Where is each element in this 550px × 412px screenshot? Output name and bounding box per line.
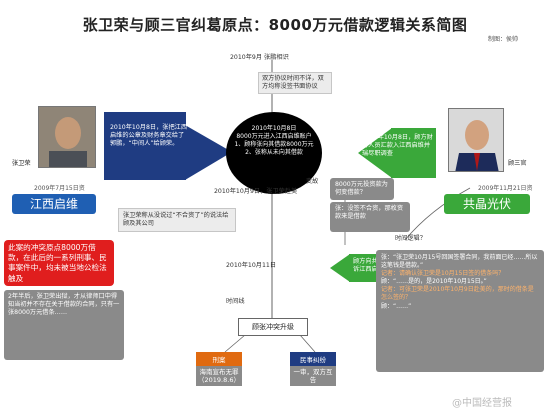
criminal-head: 刑案	[196, 352, 242, 366]
timeline-t2: 2010年10月9日，张卫荣赴美	[214, 188, 298, 195]
left-arrow-body	[104, 112, 186, 180]
right-arrow-body	[391, 128, 436, 178]
right-arrow-head	[358, 128, 392, 178]
lower-arrow-head	[330, 254, 350, 282]
left-arrow-head	[185, 125, 232, 180]
timeline-t3: 2010年10月11日	[226, 262, 277, 269]
agreement-box: 双方协议时间不详，双方均称没签书面协议	[258, 72, 332, 95]
right-note-p4: 记者：可张卫荣是2010年10月9日赴美的，那时的借条是怎么签的？	[381, 286, 534, 302]
timeline-t1: 2010年9月 张鹏相识	[230, 54, 289, 61]
change-label: 变故	[306, 178, 319, 185]
page-title: 张卫荣与顾三官纠葛原点：8000万元借款逻辑关系简图	[82, 16, 468, 34]
criminal-case: 刑案 海南宣布无罪（2019.8.6）	[196, 352, 242, 386]
gray-left-box: 张卫荣称从没说过“不合资了”的说法给顾及其公司	[118, 208, 236, 233]
time-logic-connector	[404, 187, 471, 241]
question-box: 8000万元投资款为何变借款？	[330, 178, 394, 201]
left-person-date: 2009年7月15日资	[34, 185, 85, 192]
right-note-p2: 记者：请确认张卫荣是10月15日签的借条吗？	[381, 270, 505, 278]
person-icon	[39, 107, 95, 167]
left-person-name: 张卫荣	[12, 160, 31, 167]
person-icon	[449, 109, 503, 171]
criminal-body: 海南宣布无罪（2019.8.6）	[196, 366, 242, 386]
red-conclusion-box: 此案的冲突原点8000万借款，在此后的一系列刑事、民事案件中，均未被当地公检法触…	[4, 240, 114, 286]
right-person-name: 顾三官	[508, 160, 527, 167]
right-person-photo	[448, 108, 504, 172]
bottom-main-box: 顾张冲突升级	[238, 318, 308, 336]
civil-case: 民事纠纷 一审，双方互告	[290, 352, 336, 386]
right-note-p1: 张：“张卫荣10月15号回国签署合同，我前面已经……所以这笔钱是借款。”	[381, 254, 538, 270]
center-line3: 1、顾称张向其借款8000万元	[234, 141, 314, 148]
center-line2: 8000万元进入江西启维账户	[236, 133, 312, 140]
right-arrow-text: 2010年10月8日，顾方财务人员汇款入江西启维并瑞尽职调查	[362, 134, 433, 158]
center-line1: 2010年10月8日	[251, 125, 297, 132]
center-line4: 2、张称从未向其借款	[245, 149, 303, 156]
left-person-photo	[38, 106, 96, 168]
left-note-box: 2年半后，张卫荣出狱，才从律师口中得知当初并不存在关于借款的合同，只有一张800…	[4, 290, 124, 360]
watermark: @中国经营报	[452, 398, 512, 409]
right-company-badge: 共晶光伏	[444, 194, 530, 214]
author-tag: 制图：侯帅	[488, 36, 519, 43]
left-company-badge: 江西启维	[12, 194, 96, 214]
center-circle: 2010年10月8日 8000万元进入江西启维账户 1、顾称张向其借款8000万…	[226, 112, 322, 194]
left-arrow-text: 2010年10月8日，张把江西启维的公章及财务章交给了郭鹏，“中间人”给顾荣。	[110, 124, 188, 148]
time-logic-label: 时间逻辑？	[395, 235, 426, 242]
right-person-date: 2009年11月21日资	[478, 185, 533, 192]
gray-mid-box: 张：没签不合资，那枚资款来是借款	[330, 202, 410, 232]
civil-body: 一审，双方互告	[290, 366, 336, 386]
right-note-p3: 顾：“……是的，是2010年10月15日。”	[381, 278, 487, 286]
civil-head: 民事纠纷	[290, 352, 336, 366]
right-note-p5: 顾：“……”	[381, 302, 412, 310]
right-note-box: 张：“张卫荣10月15号回国签署合同，我前面已经……所以这笔钱是借款。” 记者：…	[376, 250, 544, 372]
timeline-t4: 时间线	[226, 298, 245, 305]
